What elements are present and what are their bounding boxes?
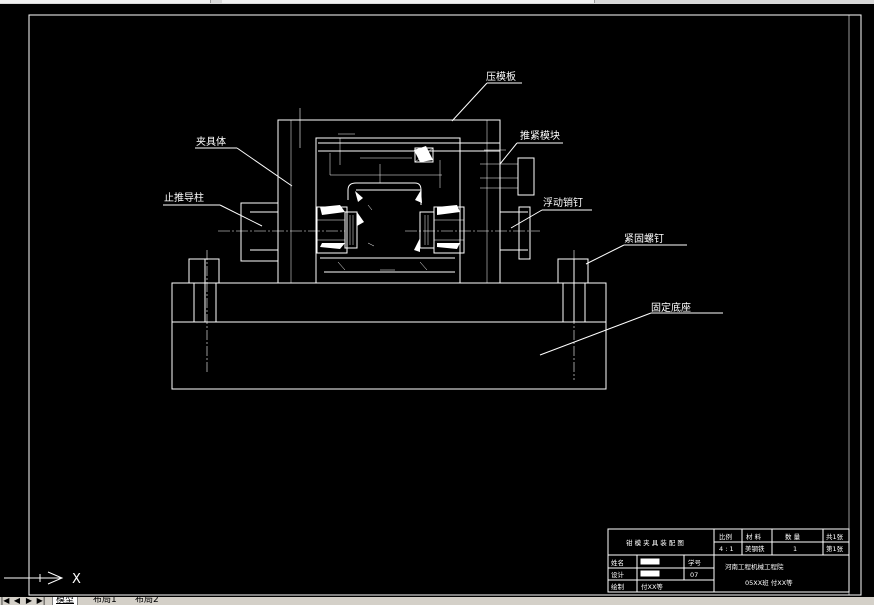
- tab-nav-last-button[interactable]: ▶|: [36, 597, 46, 605]
- tab-model[interactable]: 模型: [52, 597, 79, 605]
- title-scale-value: 4 : 1: [719, 545, 734, 553]
- fixed-base: [171, 282, 607, 390]
- tab-nav-prev-button[interactable]: ◀: [13, 597, 21, 605]
- floating-pin: [405, 206, 540, 260]
- sheet-outer-border: [28, 14, 862, 596]
- drawing-canvas[interactable]: 压模板 夹具体 推紧模块 止推导柱 浮动销钉 紧固螺钉 固定底座 钳 模 夹 具…: [0, 4, 874, 597]
- title-design-label: 设计: [611, 570, 625, 579]
- title-student-no-label: 学号: [688, 558, 702, 567]
- leader-lines: [163, 82, 723, 356]
- label-floating-pin: 浮动销钉: [543, 196, 583, 209]
- title-material-label: 材 料: [746, 532, 762, 541]
- label-fixed-base: 固定底座: [651, 301, 691, 314]
- window-top-bar: [0, 0, 874, 4]
- title-class-name: 05XX班 付XX等: [745, 578, 793, 587]
- title-material-value: 美钢铁: [745, 544, 765, 553]
- title-name-label: 姓名: [611, 558, 624, 567]
- title-block: 钳 模 夹 具 装 配 图 比例 4 : 1 材 料 美钢铁 数 量 1 共1张…: [607, 528, 850, 593]
- guide-post: [218, 202, 358, 262]
- toolbar-field-left[interactable]: [0, 0, 211, 3]
- layout-tab-bar: |◀ ◀ ▶ ▶| 模型 布局1 布局2: [0, 597, 874, 605]
- toolbar-field-right[interactable]: [222, 0, 595, 3]
- title-class-value: 07: [690, 571, 698, 579]
- title-total-sheets: 共1张: [826, 532, 844, 541]
- sheet-inner-border: [848, 14, 862, 596]
- title-school: 河南工程机械工程院: [725, 562, 784, 571]
- tab-nav-next-button[interactable]: ▶: [25, 597, 33, 605]
- label-guide-post: 止推导柱: [164, 191, 204, 204]
- title-drawer-name: 付XX等: [641, 582, 663, 591]
- clamp-body: [250, 119, 528, 284]
- ucs-icon: X: [4, 571, 81, 587]
- tab-layout2[interactable]: 布局2: [135, 597, 159, 605]
- label-press-plate: 压模板: [486, 70, 516, 83]
- title-scale-label: 比例: [719, 532, 732, 541]
- title-drawing-name: 钳 模 夹 具 装 配 图: [626, 538, 684, 547]
- fastening-screw-right: [557, 250, 589, 380]
- workpiece: [320, 133, 455, 273]
- title-quantity-value: 1: [793, 545, 797, 553]
- title-drawn-label: 绘制: [611, 582, 625, 591]
- label-clamp-block: 推紧模块: [520, 129, 560, 142]
- ucs-x-label: X: [72, 572, 81, 587]
- title-quantity-label: 数 量: [785, 532, 801, 541]
- title-sheet-no: 第1张: [826, 544, 844, 553]
- label-clamp-body: 夹具体: [196, 135, 226, 148]
- tab-layout1[interactable]: 布局1: [93, 597, 117, 605]
- label-fastening-screw: 紧固螺钉: [624, 233, 664, 245]
- tab-nav-first-button[interactable]: |◀: [0, 597, 10, 605]
- fastening-screw-left: [188, 250, 220, 372]
- hatch-markers: [320, 146, 460, 252]
